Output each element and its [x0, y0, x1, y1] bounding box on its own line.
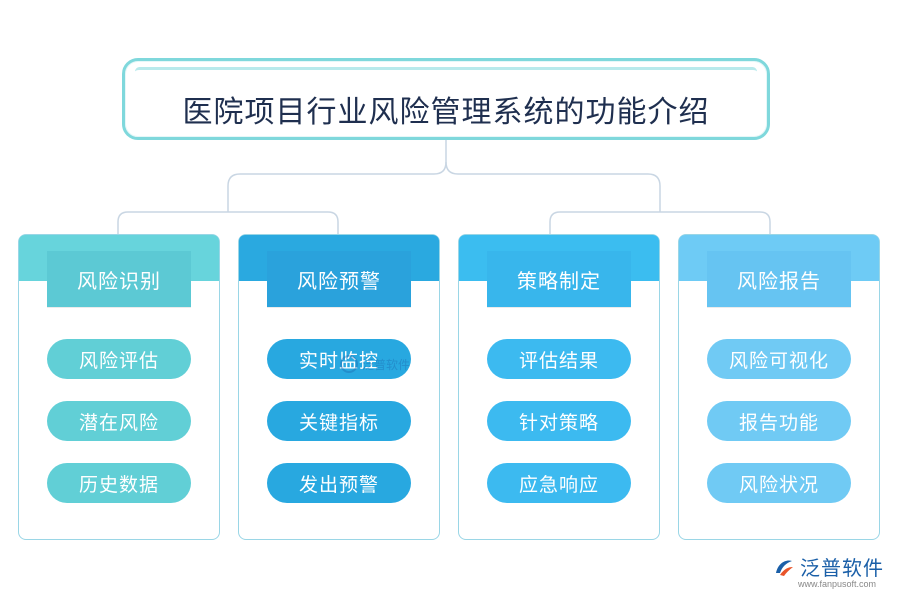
function-item: 风险状况 [707, 463, 851, 503]
watermark: 泛普软件 [340, 355, 410, 373]
title-box: 医院项目行业风险管理系统的功能介绍 [122, 58, 770, 140]
function-item: 针对策略 [487, 401, 631, 441]
connector-root [227, 140, 447, 212]
watermark-text: 泛普软件 [362, 357, 411, 372]
watermark-logo-icon [340, 355, 358, 373]
column-card-risk-report: 风险报告 风险可视化 报告功能 风险状况 [678, 234, 880, 540]
function-item: 应急响应 [487, 463, 631, 503]
function-item: 发出预警 [267, 463, 411, 503]
category-label: 策略制定 [487, 251, 631, 307]
function-item: 实时监控 [267, 339, 411, 379]
column-card-risk-identification: 风险识别 风险评估 潜在风险 历史数据 [18, 234, 220, 540]
logo-name: 泛普软件 [800, 556, 884, 580]
fanpu-logo-icon [776, 560, 793, 576]
column-card-risk-warning: 风险预警 实时监控 关键指标 发出预警 [238, 234, 440, 540]
logo-url: www.fanpusoft.com [798, 579, 877, 589]
connector-left-group [117, 211, 339, 234]
function-item: 风险可视化 [707, 339, 851, 379]
function-item: 报告功能 [707, 401, 851, 441]
function-item: 关键指标 [267, 401, 411, 441]
column-card-strategy: 策略制定 评估结果 针对策略 应急响应 [458, 234, 660, 540]
function-item: 风险评估 [47, 339, 191, 379]
connector-root-right [445, 161, 661, 212]
category-label: 风险报告 [707, 251, 851, 307]
diagram-title: 医院项目行业风险管理系统的功能介绍 [182, 95, 710, 130]
brand-logo: 泛普软件 www.fanpusoft.com [772, 552, 894, 594]
function-item: 历史数据 [47, 463, 191, 503]
connector-right-group [549, 211, 771, 234]
function-item: 评估结果 [487, 339, 631, 379]
category-label: 风险预警 [267, 251, 411, 307]
function-item: 潜在风险 [47, 401, 191, 441]
category-label: 风险识别 [47, 251, 191, 307]
